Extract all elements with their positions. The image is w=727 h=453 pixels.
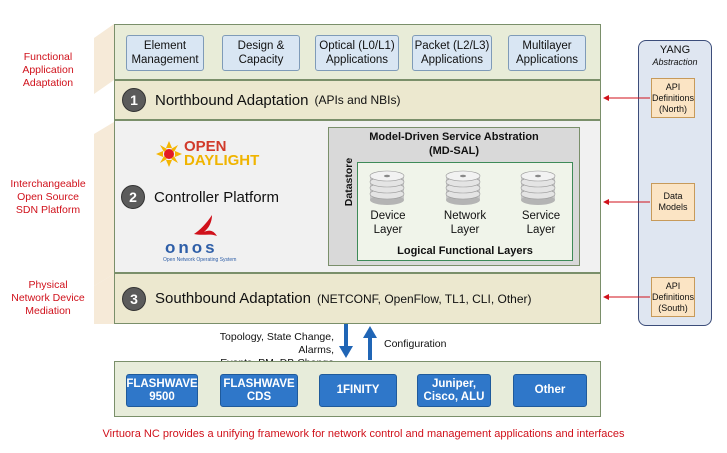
opendaylight-line1: OPEN xyxy=(184,138,227,155)
note-api-definitions-north: API Definitions (North) xyxy=(651,78,695,118)
onos-bird-icon xyxy=(194,215,217,236)
app-optical[interactable]: Optical (L0/L1) Applications xyxy=(315,35,399,71)
yang-title: YANG xyxy=(659,44,691,56)
mdsal-title: Model-Driven Service Abstration (MD-SAL) xyxy=(369,131,539,157)
layer-number-2: 2 xyxy=(121,185,145,209)
yang-subtitle: Abstraction xyxy=(652,57,698,67)
southbound-layer: 3 Southbound Adaptation (NETCONF, OpenFl… xyxy=(114,273,601,324)
logical-functional-layers-title: Logical Functional Layers xyxy=(397,245,533,257)
service-layer-label: Service Layer xyxy=(521,210,561,236)
opendaylight-line2: DAYLIGHT xyxy=(184,152,260,169)
northbound-layer: 1 Northbound Adaptation (APIs and NBIs) xyxy=(114,80,601,120)
caption: Virtuora NC provides a unifying framewor… xyxy=(102,428,625,440)
device-other[interactable]: Other xyxy=(513,374,587,407)
label-interchangeable-platform: Interchangeable Open Source SDN Platform xyxy=(10,178,86,216)
onos-logo-subtitle: Open Network Operating System xyxy=(163,257,237,263)
southbound-subtitle: (NETCONF, OpenFlow, TL1, CLI, Other) xyxy=(316,291,532,306)
northbound-title: Northbound Adaptation xyxy=(155,91,309,109)
label-physical-mediation: Physical Network Device Mediation xyxy=(11,279,85,317)
layer-number-1: 1 xyxy=(122,88,146,112)
flow-arrows xyxy=(339,324,377,360)
network-layer-label: Network Layer xyxy=(443,210,487,236)
controller-platform-title-row: 2 Controller Platform xyxy=(114,180,324,214)
onos-logo-text: onos xyxy=(165,238,218,257)
southbound-title: Southbound Adaptation xyxy=(155,290,311,307)
note-api-definitions-south: API Definitions (South) xyxy=(651,277,695,317)
disk-stack-icons xyxy=(369,170,556,206)
datastore-label: Datastore xyxy=(343,157,355,207)
device-juniper-cisco-alu[interactable]: Juniper, Cisco, ALU xyxy=(417,374,491,407)
yang-arrows xyxy=(603,95,650,300)
label-functional-adaptation: Functional Application Adaptation xyxy=(22,51,74,89)
device-layer-label: Device Layer xyxy=(370,210,406,236)
layer-number-3: 3 xyxy=(122,286,146,311)
device-flashwave-cds[interactable]: FLASHWAVE CDS xyxy=(220,374,298,407)
configuration-text: Configuration xyxy=(384,338,447,350)
app-element-management[interactable]: Element Management xyxy=(126,35,204,71)
app-multilayer[interactable]: Multilayer Applications xyxy=(508,35,586,71)
device-1finity[interactable]: 1FINITY xyxy=(319,374,397,407)
app-design-capacity[interactable]: Design & Capacity xyxy=(222,35,300,71)
side-bands xyxy=(94,24,114,324)
device-flashwave-9500[interactable]: FLASHWAVE 9500 xyxy=(126,374,198,407)
note-data-models: Data Models xyxy=(651,183,695,221)
opendaylight-logo-icon xyxy=(156,141,182,167)
app-packet[interactable]: Packet (L2/L3) Applications xyxy=(412,35,492,71)
northbound-subtitle: (APIs and NBIs) xyxy=(314,93,401,107)
controller-platform-title: Controller Platform xyxy=(154,188,280,206)
